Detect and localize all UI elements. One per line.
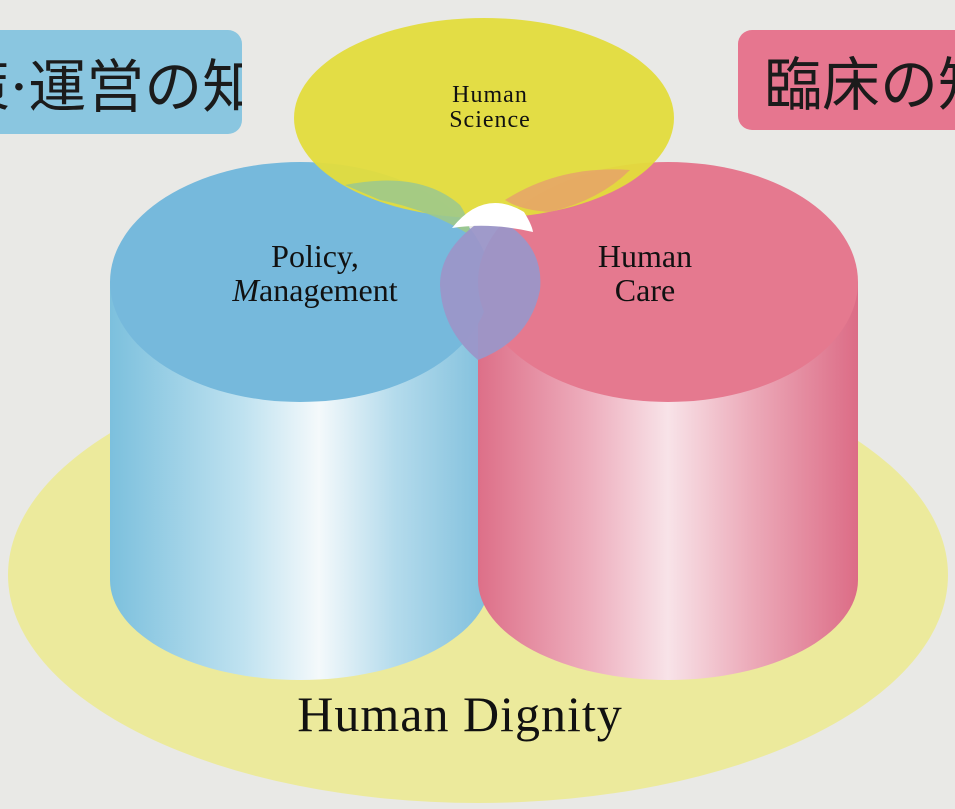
policy-line-2-rest: anagement: [259, 271, 398, 308]
clinical-label-text: 臨床の知: [764, 51, 955, 119]
clinical-label-box: 臨床の知: [738, 30, 955, 130]
science-line-2: Science: [449, 107, 531, 134]
care-circle: [478, 162, 858, 402]
science-label: Human Science: [400, 82, 580, 134]
center-white: [452, 203, 533, 232]
science-circle: [294, 18, 674, 218]
science-line-1: Human: [452, 82, 528, 108]
policy-line-1: Policy,: [271, 238, 359, 274]
policy-management-label: Policy, Management: [180, 238, 450, 308]
policy-line-2: Management: [180, 271, 450, 308]
policy-line-2-initial: M: [232, 271, 260, 308]
human-dignity-label: Human Dignity: [297, 686, 623, 742]
science-policy-overlap: [345, 180, 470, 235]
policy-label-text: 策·運営の知: [0, 53, 242, 121]
care-line-2: Care: [614, 271, 676, 308]
care-line-1: Human: [597, 238, 693, 274]
policy-label-box: 策·運営の知: [0, 30, 242, 134]
science-care-overlap: [505, 169, 630, 212]
human-care-label: Human Care: [545, 238, 745, 308]
policy-circle: [110, 162, 490, 402]
policy-care-overlap: [440, 215, 541, 360]
